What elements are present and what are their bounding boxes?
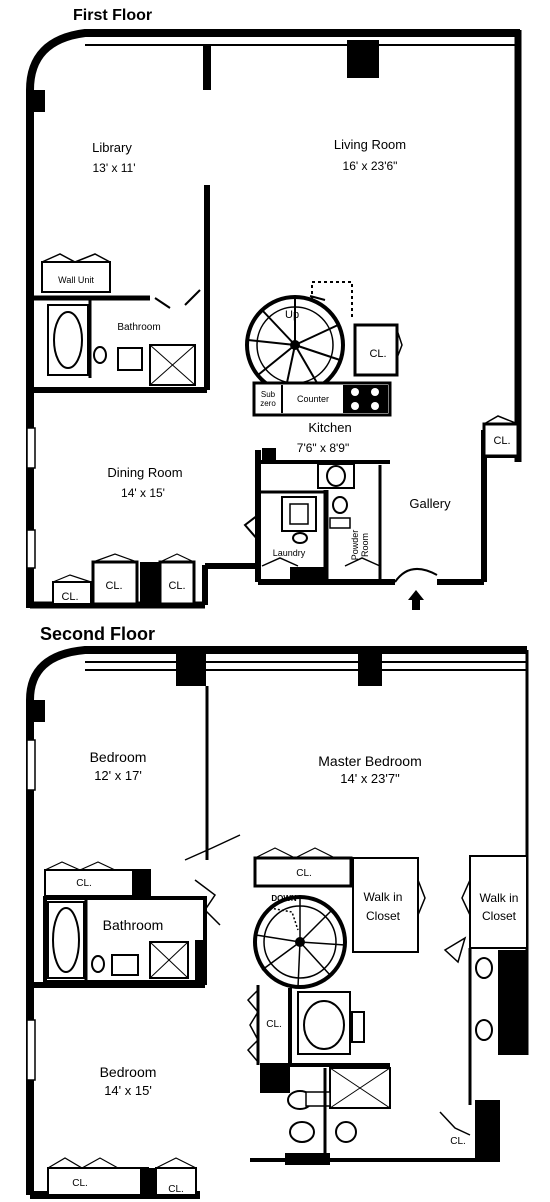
- sub-zero-label-1: Sub: [261, 390, 276, 399]
- master-bedroom-size: 14' x 23'7": [340, 771, 400, 786]
- kitchen-counter: Sub zero Counter: [252, 381, 392, 417]
- master-bath: CL.: [250, 936, 527, 1165]
- walk-in-closet-1-label-b: Closet: [366, 909, 401, 923]
- walk-in-closet-1-label-a: Walk in: [364, 890, 403, 904]
- second-floor-plan: Second Floor Bedroom 12' x 17' Master Be…: [26, 624, 529, 1199]
- kitchen-size: 7'6" x 8'9": [297, 441, 349, 455]
- counter-label: Counter: [297, 394, 329, 404]
- gallery-entry-door: [394, 567, 438, 583]
- first-floor-plan: First Floor: [26, 7, 522, 610]
- entry-arrow-icon: [408, 590, 424, 610]
- closet-label-master: CL.: [296, 868, 312, 879]
- second-floor-bathroom-label: Bathroom: [103, 917, 164, 933]
- first-floor-closet-east: CL.: [482, 415, 520, 458]
- kitchen-service-block: Laundry Powder Room: [243, 448, 390, 581]
- laundry-label: Laundry: [273, 548, 306, 558]
- closet-label-master-bath: CL.: [450, 1136, 466, 1147]
- powder-label-2: Room: [360, 533, 370, 557]
- dining-room-size: 14' x 15': [121, 486, 165, 500]
- sub-zero-label-2: zero: [260, 399, 276, 408]
- living-room-fireplace: [347, 40, 379, 78]
- closet-label-bedroom-2-1: CL.: [72, 1178, 88, 1189]
- closet-label-dining-3: CL.: [168, 580, 185, 592]
- dining-room-label: Dining Room: [107, 465, 182, 480]
- living-room-size: 16' x 23'6": [343, 159, 398, 173]
- bedroom-1-label: Bedroom: [90, 749, 147, 765]
- spiral-staircase-down: DOWN: [253, 894, 347, 989]
- second-floor-bathroom: Bathroom: [43, 896, 207, 984]
- library-size: 13' x 11': [92, 161, 135, 175]
- closet-label-east: CL.: [493, 435, 510, 447]
- bedroom-1-size: 12' x 17': [94, 768, 142, 783]
- spiral-staircase-up: Up: [245, 281, 353, 395]
- master-closet: CL.: [253, 847, 353, 888]
- wall-unit-label: Wall Unit: [58, 275, 94, 285]
- stair-up-label: Up: [285, 309, 299, 321]
- living-room-label: Living Room: [334, 137, 406, 152]
- bedroom-2-label: Bedroom: [100, 1064, 157, 1080]
- column-1: [176, 650, 206, 686]
- first-floor-closet-stair: CL.: [353, 323, 403, 377]
- stair-down-label: DOWN: [271, 894, 297, 903]
- bedroom-2-closet-east: CL.: [246, 985, 282, 1065]
- closet-label-bedroom-2-2: CL.: [168, 1184, 184, 1195]
- bedroom-1-closet: CL.: [44, 861, 151, 897]
- master-bedroom-label: Master Bedroom: [318, 753, 421, 769]
- walk-in-closet-2: Walk in Closet: [461, 855, 528, 949]
- hall-doors: [184, 834, 241, 861]
- bedroom-2-size: 14' x 15': [104, 1083, 152, 1098]
- closet-label-dining-1: CL.: [61, 591, 78, 603]
- dining-closets: CL. CL. CL.: [52, 553, 196, 606]
- second-floor-title: Second Floor: [40, 624, 155, 644]
- closet-label-bedroom-1: CL.: [76, 878, 92, 889]
- first-floor-bathroom: Bathroom: [30, 289, 201, 386]
- column-2: [358, 650, 382, 686]
- kitchen-label: Kitchen: [308, 420, 351, 435]
- first-floor-title: First Floor: [73, 7, 152, 24]
- walk-in-closet-2-label-b: Closet: [482, 909, 517, 923]
- closet-label-stair: CL.: [369, 348, 386, 360]
- library-label: Library: [92, 140, 132, 155]
- walk-in-closet-1: Walk in Closet: [352, 857, 426, 953]
- powder-label-1: Powder: [350, 530, 360, 561]
- gallery-label: Gallery: [409, 496, 451, 511]
- closet-label-stair-2: CL.: [266, 1019, 282, 1030]
- wall-unit: Wall Unit: [41, 253, 111, 293]
- walk-in-closet-2-label-a: Walk in: [480, 891, 519, 905]
- bedroom-2-closets: CL. CL.: [47, 1157, 197, 1196]
- closet-label-dining-2: CL.: [105, 580, 122, 592]
- first-floor-bathroom-label: Bathroom: [117, 322, 160, 333]
